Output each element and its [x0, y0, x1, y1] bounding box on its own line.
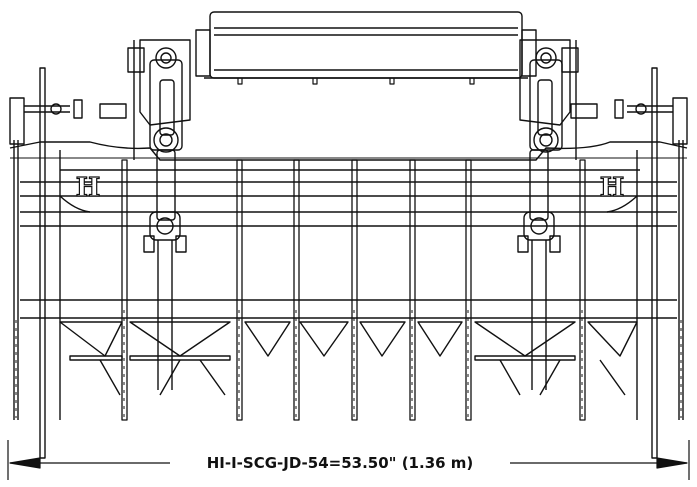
right-side-pin-bracket — [570, 97, 688, 145]
svg-text:H: H — [600, 173, 625, 203]
svg-text:H: H — [76, 173, 101, 203]
cylinder-bolts — [237, 78, 475, 85]
logo-right: H — [599, 172, 625, 203]
left-mount-bracket — [127, 39, 191, 160]
side-bars — [13, 67, 684, 459]
grapple-tines — [121, 159, 586, 421]
grapple-frame — [7, 11, 690, 480]
dimension-label: HI-I-SCG-JD-54=53.50" (1.36 m) — [170, 451, 510, 475]
right-hydraulic-ram — [517, 149, 561, 390]
left-hydraulic-ram — [143, 149, 187, 390]
top-hydraulic-cylinder — [195, 11, 537, 79]
lower-crossbar — [20, 299, 677, 319]
logo-left: H — [75, 172, 101, 203]
left-side-pin-bracket — [9, 97, 127, 145]
upper-frame — [9, 141, 688, 227]
grapple-teeth — [59, 321, 638, 396]
tine-hole-patterns — [15, 310, 682, 418]
right-mount-bracket — [519, 39, 579, 160]
